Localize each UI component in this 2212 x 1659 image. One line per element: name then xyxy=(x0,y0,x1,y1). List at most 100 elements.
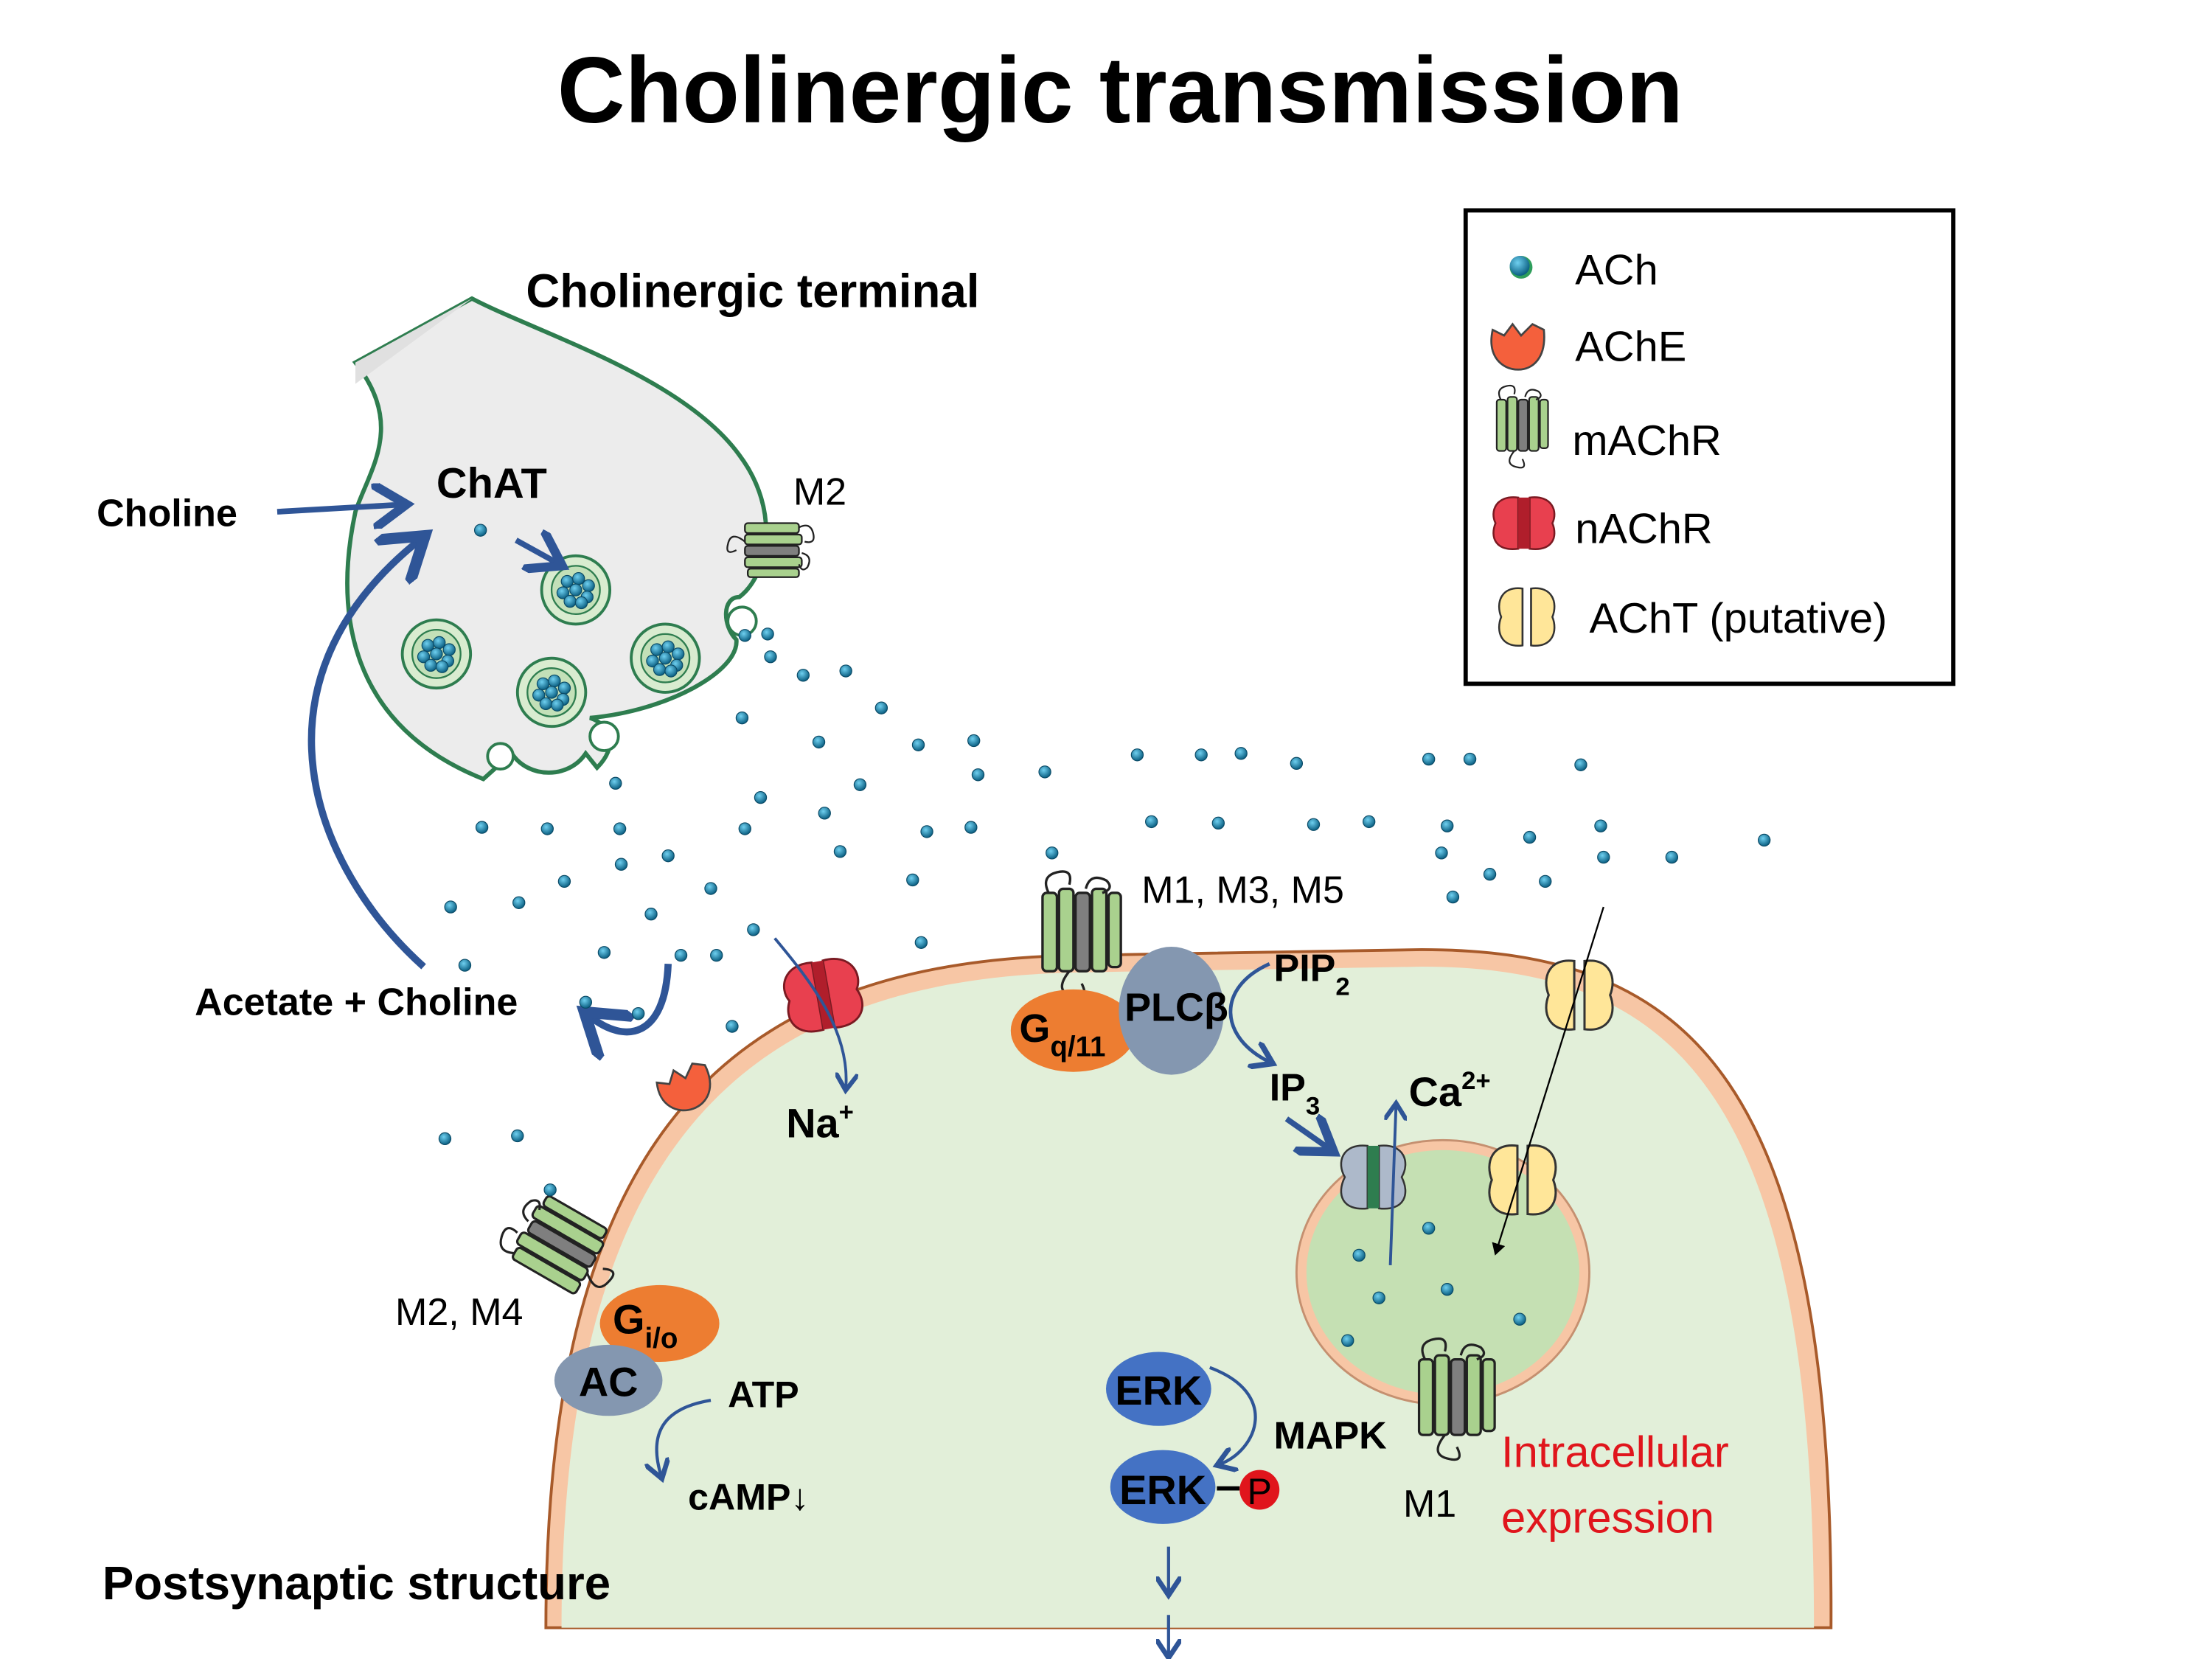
synaptic-vesicle xyxy=(542,556,611,625)
ip3-to-store-arrow xyxy=(1284,1119,1329,1148)
choline-label: Choline xyxy=(97,492,237,535)
ach-molecule xyxy=(738,629,751,642)
plcb-enzyme xyxy=(1119,947,1225,1075)
synaptic-vesicle xyxy=(518,658,586,727)
gio-label: Gi/o xyxy=(613,1295,678,1354)
ach-molecule xyxy=(1757,833,1771,847)
na-influx-arrow xyxy=(773,937,846,1087)
pip2-to-ip3-arrow xyxy=(1228,961,1270,1062)
ach-molecule xyxy=(906,873,919,887)
na-label: Na+ xyxy=(786,1098,854,1146)
chat-label: ChAT xyxy=(437,460,547,507)
legend-label-acht: AChT (putative) xyxy=(1590,595,1888,642)
ach-molecule xyxy=(644,908,658,921)
pip2-label: PIP2 xyxy=(1274,947,1350,1001)
ach-molecule xyxy=(911,738,925,751)
p-label: P xyxy=(1248,1471,1272,1512)
ach-molecule xyxy=(579,995,593,1009)
ach-molecule xyxy=(920,825,933,838)
ac-enzyme xyxy=(554,1344,663,1416)
ip3-receptor-channel xyxy=(1340,1144,1407,1210)
ach-molecule xyxy=(1211,816,1225,830)
phosphate-group xyxy=(1239,1470,1280,1510)
ach-molecule xyxy=(754,790,768,804)
atp-label: ATP xyxy=(728,1374,799,1416)
ip3-label: IP3 xyxy=(1270,1066,1320,1120)
ach-uptake-arrow xyxy=(1492,906,1604,1256)
ach-molecule xyxy=(839,664,852,678)
ach-molecule xyxy=(1539,874,1552,888)
ach-molecule xyxy=(511,1129,524,1143)
ach-molecule xyxy=(613,822,627,835)
ach-molecule xyxy=(1352,1248,1366,1262)
ach-molecule xyxy=(475,821,489,834)
intracellular-label-1: Intracellular xyxy=(1501,1427,1729,1477)
ach-molecule xyxy=(1446,890,1460,904)
choline-uptake-arrow xyxy=(276,504,401,512)
ach-molecule xyxy=(853,778,867,791)
legend-label-machr: mAChR xyxy=(1572,417,1721,465)
ach-molecule xyxy=(1422,752,1436,766)
ach-molecule xyxy=(1363,815,1376,829)
ach-molecule xyxy=(874,701,888,714)
ach-molecule xyxy=(1290,757,1304,771)
ach-molecule xyxy=(614,858,628,871)
ach-molecule xyxy=(1194,748,1208,762)
legend: ACh AChE mAChR nAChR AChT (putative) xyxy=(1463,208,1955,686)
plcb-label: PLCβ xyxy=(1124,985,1228,1029)
ach-molecule xyxy=(818,807,831,820)
erk2-label: ERK xyxy=(1119,1467,1206,1513)
m1-intracellular-label: M1 xyxy=(1403,1483,1456,1526)
camp-label: cAMP↓ xyxy=(688,1477,809,1518)
ach-molecule xyxy=(812,735,826,749)
ach-molecule xyxy=(796,669,810,682)
mapk-label: MAPK xyxy=(1274,1415,1388,1458)
ach-molecule xyxy=(1038,765,1051,779)
ach-molecule xyxy=(597,946,611,959)
acetate-choline-label: Acetate + Choline xyxy=(195,981,518,1024)
m24-label: M2, M4 xyxy=(395,1291,524,1334)
ach-molecule xyxy=(1145,815,1158,829)
ach-molecule xyxy=(704,882,717,895)
chat-synthesis-arrow xyxy=(515,540,557,563)
intracellular-label-2: expression xyxy=(1501,1492,1714,1542)
ach-molecule xyxy=(438,1132,452,1146)
ach-molecule xyxy=(458,959,472,972)
erk-unphosphorylated xyxy=(1106,1352,1211,1426)
ach-molecule xyxy=(1483,868,1497,881)
atp-to-camp-arrow xyxy=(657,1399,712,1475)
ach-molecule xyxy=(1435,846,1448,860)
ach-molecule xyxy=(833,845,847,858)
ach-molecule xyxy=(967,734,981,748)
ach-molecule xyxy=(1513,1312,1526,1326)
ach-molecule xyxy=(1341,1334,1354,1347)
postsynaptic-label: Postsynaptic structure xyxy=(102,1557,611,1610)
ca-release-arrow xyxy=(1391,1106,1397,1266)
gq11-protein xyxy=(1010,989,1136,1072)
ach-molecule xyxy=(764,650,777,664)
ach-molecule xyxy=(674,948,688,962)
synaptic-vesicle xyxy=(631,624,700,692)
page-title: Cholinergic transmission xyxy=(557,38,1683,142)
ach-molecule xyxy=(661,849,675,863)
m135-label: M1, M3, M5 xyxy=(1141,869,1344,911)
legend-label-nachr: nAChR xyxy=(1575,506,1712,553)
ach-molecule xyxy=(1372,1291,1385,1304)
nachr-channel xyxy=(782,958,863,1033)
nachr-channel-icon xyxy=(1492,496,1556,550)
ach-molecule xyxy=(1597,850,1610,864)
ach-molecule xyxy=(914,936,928,949)
ach-molecule xyxy=(540,822,554,835)
ach-molecule xyxy=(1463,752,1477,766)
ach-molecule xyxy=(726,1020,739,1033)
ach-molecule xyxy=(1046,846,1059,860)
legend-label-ach: ACh xyxy=(1575,247,1658,294)
ache-enzyme xyxy=(655,1062,712,1112)
ach-molecule xyxy=(1574,758,1587,771)
ach-molecule xyxy=(1422,1222,1436,1235)
ach-molecule xyxy=(761,627,774,641)
ca-label: Ca2+ xyxy=(1409,1067,1491,1115)
ach-molecule xyxy=(557,874,571,888)
legend-label-ache: AChE xyxy=(1575,324,1686,371)
choline-recycle-arrow xyxy=(307,540,423,970)
